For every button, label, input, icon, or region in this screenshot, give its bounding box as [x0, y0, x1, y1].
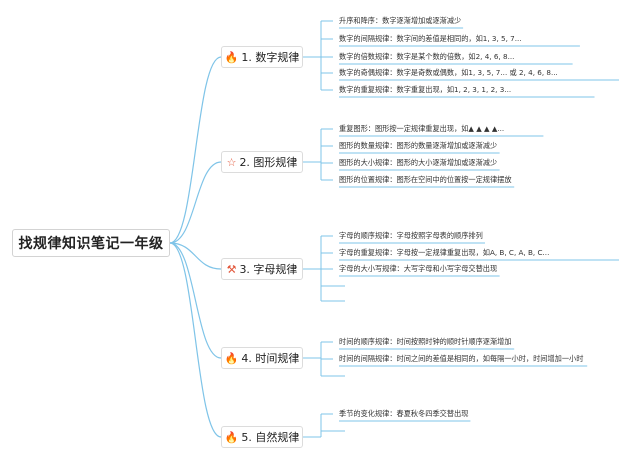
blue-fire-icon: 🔥: [224, 351, 239, 365]
leaf-item[interactable]: 数字的倍数规律：数字是某个数的倍数，如2, 4, 6, 8...: [339, 52, 515, 61]
branch-topic-1[interactable]: 🔥1. 数字规律: [221, 46, 303, 68]
root-title: 找规律知识笔记一年级: [18, 236, 164, 252]
branch-topic-4[interactable]: 🔥4. 时间规律: [221, 347, 303, 369]
root-branch-connector: [169, 242, 222, 359]
leaf-item[interactable]: 升序和降序：数字逐渐增加或逐渐减少: [339, 16, 462, 25]
branch-label: 1. 数字规律: [241, 51, 300, 64]
blue-fire-icon: 🔥: [224, 430, 239, 444]
leaf-item[interactable]: 时间的顺序规律：时间按照时钟的顺时针顺序逐渐增加: [339, 337, 512, 346]
root-branch-connector: [169, 56, 222, 244]
branch-topic-2[interactable]: ☆2. 图形规律: [221, 151, 303, 173]
crossed-tools-icon: ⚒: [226, 262, 237, 276]
leaf-item[interactable]: 图形的大小规律：图形的大小逐渐增加或逐渐减少: [339, 158, 498, 167]
root-branch-connector: [169, 242, 222, 270]
leaf-item[interactable]: 数字的奇偶规律：数字是奇数或偶数，如1, 3, 5, 7... 或 2, 4, …: [339, 68, 558, 77]
star-outline-icon: ☆: [226, 155, 237, 169]
leaf-item[interactable]: 数字的重复规律：数字重复出现，如1, 2, 3, 1, 2, 3...: [339, 85, 512, 94]
branch-label: 3. 字母规律: [239, 263, 298, 276]
leaf-item[interactable]: 重复图形：图形按一定规律重复出现，如▲ ▲ ▲ ▲...: [339, 124, 505, 133]
root-branch-connector: [169, 161, 222, 244]
fire-icon: 🔥: [224, 50, 239, 64]
leaf-item[interactable]: 字母的大小写规律：大写字母和小写字母交替出现: [339, 264, 498, 273]
branch-topic-5[interactable]: 🔥5. 自然规律: [221, 426, 303, 448]
branch-label: 5. 自然规律: [241, 431, 300, 444]
root-branch-connector: [169, 242, 222, 438]
leaf-item[interactable]: 图形的数量规律：图形的数量逐渐增加或逐渐减少: [339, 141, 498, 150]
leaf-item[interactable]: 时间的间隔规律：时间之间的差值是相同的，如每隔一小时，时间增加一小时: [339, 354, 584, 363]
leaf-item[interactable]: 数字的间隔规律：数字间的差值是相同的，如1, 3, 5, 7...: [339, 34, 522, 43]
branch-topic-3[interactable]: ⚒3. 字母规律: [221, 258, 303, 280]
root-topic[interactable]: 找规律知识笔记一年级: [12, 229, 170, 257]
leaf-item[interactable]: 季节的变化规律：春夏秋冬四季交替出现: [339, 409, 469, 418]
leaf-item[interactable]: 字母的重复规律：字母按一定规律重复出现，如A, B, C, A, B, C...: [339, 248, 550, 257]
leaf-item[interactable]: 字母的顺序规律：字母按照字母表的顺序排列: [339, 231, 483, 240]
leaf-item[interactable]: 图形的位置规律：图形在空间中的位置按一定规律摆放: [339, 175, 512, 184]
branch-label: 4. 时间规律: [241, 352, 300, 365]
branch-label: 2. 图形规律: [239, 156, 298, 169]
